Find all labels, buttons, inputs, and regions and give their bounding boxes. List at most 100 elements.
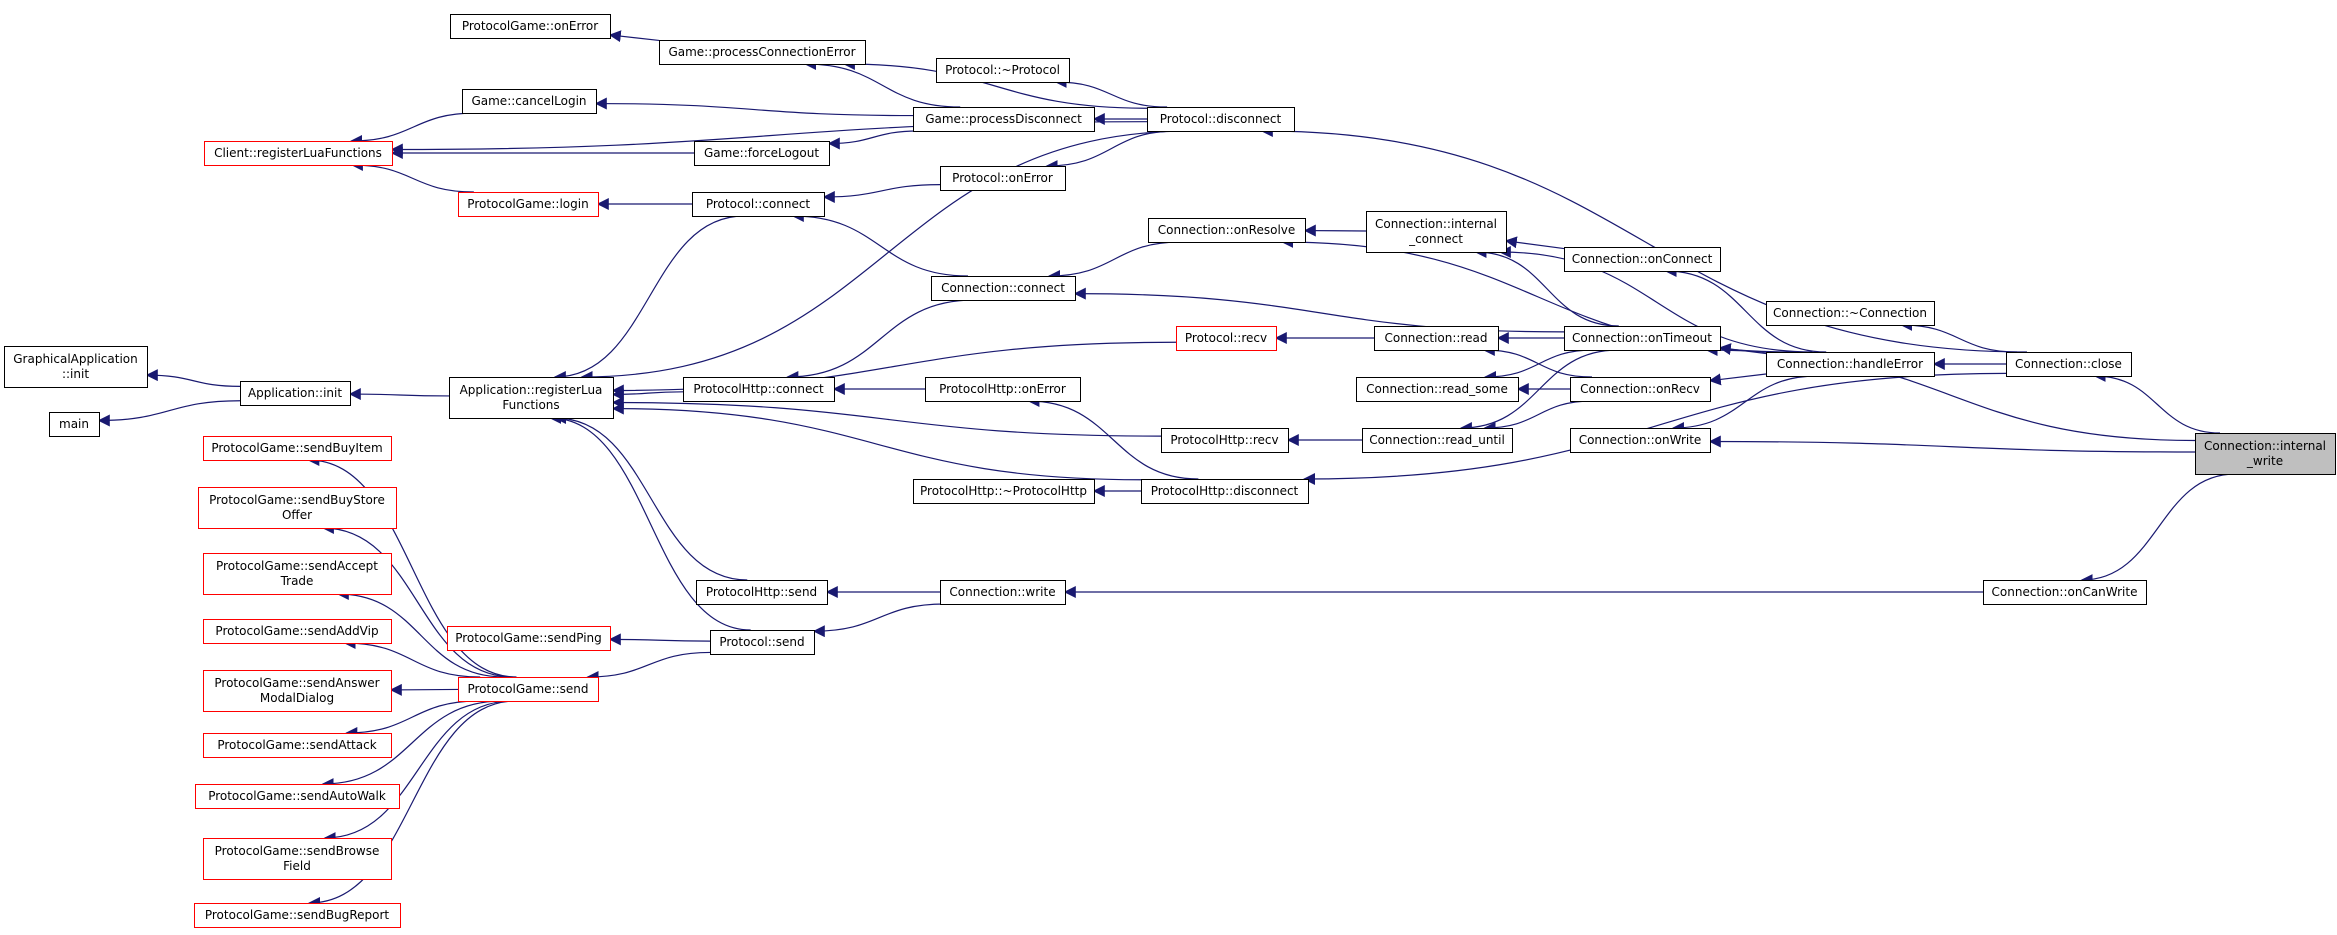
- node-gapp-init[interactable]: GraphicalApplication::init: [4, 346, 148, 388]
- node-box-conn-oncanwrite: [1983, 580, 2147, 605]
- node-pgame-sendping[interactable]: ProtocolGame::sendPing: [447, 626, 611, 651]
- node-box-phttp-dtor: [913, 479, 1095, 504]
- edge-phttp-disconnect-to-app-registerlua: [611, 402, 1142, 481]
- edge-game-processdisconnect-to-game-cancellogin: [594, 97, 914, 117]
- edge-app-init-to-main: [97, 400, 241, 427]
- node-game-cancellogin[interactable]: Game::cancelLogin: [462, 89, 597, 114]
- node-label-pgame-sendanswermodal-line-2: ModalDialog: [260, 691, 334, 705]
- node-label-conn-dtor: Connection::~Connection: [1773, 306, 1927, 320]
- node-pgame-sendautowalk[interactable]: ProtocolGame::sendAutoWalk: [195, 784, 400, 809]
- node-conn-dtor[interactable]: Connection::~Connection: [1766, 301, 1935, 326]
- node-label-conn-internal-connect-line-2: _connect: [1408, 232, 1463, 246]
- node-box-conn-ontimeout: [1564, 326, 1721, 351]
- node-phttp-send[interactable]: ProtocolHttp::send: [696, 580, 828, 605]
- node-conn-internal-write[interactable]: Connection::internal_write: [2195, 433, 2336, 475]
- edge-pgame-send-to-pgame-sendbugreport: [308, 700, 516, 909]
- node-label-pgame-sendanswermodal-line-1: ProtocolGame::sendAnswer: [214, 676, 379, 690]
- node-label-phttp-onerror: ProtocolHttp::onError: [939, 382, 1066, 396]
- edge-proto-disconnect-to-app-registerlua: [580, 130, 1191, 383]
- node-conn-internal-connect[interactable]: Connection::internal_connect: [1366, 211, 1507, 253]
- node-phttp-recv[interactable]: ProtocolHttp::recv: [1161, 428, 1289, 453]
- edge-phttp-disconnect-to-phttp-onerror: [1027, 395, 1199, 480]
- node-conn-onrecv[interactable]: Connection::onRecv: [1570, 377, 1711, 402]
- node-pgame-login[interactable]: ProtocolGame::login: [458, 192, 599, 217]
- node-label-pgame-onerror: ProtocolGame::onError: [462, 19, 598, 33]
- node-conn-read-some[interactable]: Connection::read_some: [1356, 377, 1519, 402]
- node-main[interactable]: main: [49, 412, 100, 437]
- node-conn-read[interactable]: Connection::read: [1374, 326, 1499, 351]
- node-game-forcelogout[interactable]: Game::forceLogout: [694, 141, 830, 166]
- node-conn-onwrite[interactable]: Connection::onWrite: [1570, 428, 1711, 453]
- node-label-conn-onresolve: Connection::onResolve: [1158, 223, 1296, 237]
- edge-conn-ontimeout-to-conn-read-some: [1484, 349, 1594, 383]
- edge-app-registerlua-to-app-init: [348, 388, 450, 401]
- node-proto-onerror[interactable]: Protocol::onError: [940, 166, 1066, 191]
- node-box-pgame-sendanswermodal: [203, 670, 392, 712]
- edge-pgame-send-to-pgame-sendbuyitem: [307, 454, 517, 678]
- edge-conn-handleerror-to-conn-onconnect: [1664, 265, 1827, 353]
- node-game-processdisconnect[interactable]: Game::processDisconnect: [913, 107, 1095, 132]
- node-conn-ontimeout[interactable]: Connection::onTimeout: [1564, 326, 1721, 351]
- node-pgame-send[interactable]: ProtocolGame::send: [458, 677, 599, 702]
- node-label-conn-read: Connection::read: [1384, 331, 1487, 345]
- node-label-conn-write: Connection::write: [949, 585, 1055, 599]
- node-box-proto-onerror: [940, 166, 1066, 191]
- node-label-conn-ontimeout: Connection::onTimeout: [1572, 331, 1712, 345]
- node-conn-handleerror[interactable]: Connection::handleError: [1766, 352, 1935, 377]
- node-label-conn-read-until: Connection::read_until: [1369, 433, 1505, 447]
- node-game-processconnectionerror[interactable]: Game::processConnectionError: [659, 40, 866, 65]
- node-label-pgame-sendbuystoreoffer-line-2: Offer: [282, 508, 312, 522]
- node-phttp-onerror[interactable]: ProtocolHttp::onError: [925, 377, 1081, 402]
- node-pgame-sendbugreport[interactable]: ProtocolGame::sendBugReport: [194, 903, 401, 928]
- node-app-registerlua[interactable]: Application::registerLuaFunctions: [449, 377, 614, 419]
- node-proto-disconnect[interactable]: Protocol::disconnect: [1147, 107, 1295, 132]
- node-conn-connect[interactable]: Connection::connect: [931, 276, 1076, 301]
- edge-conn-onconnect-to-conn-internal-connect: [1504, 236, 1565, 250]
- node-box-pgame-sendbuystoreoffer: [198, 487, 397, 529]
- node-conn-onconnect[interactable]: Connection::onConnect: [1564, 247, 1721, 272]
- node-conn-close[interactable]: Connection::close: [2006, 352, 2132, 377]
- node-proto-recv[interactable]: Protocol::recv: [1176, 326, 1277, 351]
- node-label-app-registerlua-line-1: Application::registerLua: [460, 383, 603, 397]
- node-proto-send[interactable]: Protocol::send: [710, 630, 815, 655]
- node-conn-onresolve[interactable]: Connection::onResolve: [1148, 218, 1306, 243]
- node-label-pgame-sendaddvip: ProtocolGame::sendAddVip: [215, 624, 378, 638]
- edge-conn-close-to-proto-disconnect: [1260, 125, 2027, 353]
- edge-app-init-to-gapp-init: [145, 369, 241, 387]
- node-box-phttp-disconnect: [1141, 479, 1309, 504]
- node-label-conn-handleerror: Connection::handleError: [1777, 357, 1923, 371]
- node-pgame-sendaddvip[interactable]: ProtocolGame::sendAddVip: [203, 619, 392, 644]
- node-pgame-sendbuyitem[interactable]: ProtocolGame::sendBuyItem: [203, 436, 392, 461]
- node-box-game-forcelogout: [694, 141, 830, 166]
- node-box-conn-read-some: [1356, 377, 1519, 402]
- node-label-proto-connect: Protocol::connect: [706, 197, 811, 211]
- edge-conn-onrecv-to-conn-read: [1482, 344, 1593, 378]
- node-label-pgame-sendattack: ProtocolGame::sendAttack: [217, 738, 376, 752]
- node-conn-oncanwrite[interactable]: Connection::onCanWrite: [1983, 580, 2147, 605]
- node-phttp-connect[interactable]: ProtocolHttp::connect: [683, 377, 835, 402]
- node-label-phttp-disconnect: ProtocolHttp::disconnect: [1151, 484, 1299, 498]
- node-app-init[interactable]: Application::init: [240, 381, 351, 406]
- node-label-conn-internal-write-line-2: _write: [2246, 454, 2283, 468]
- node-conn-read-until[interactable]: Connection::read_until: [1362, 428, 1513, 453]
- node-pgame-onerror[interactable]: ProtocolGame::onError: [450, 14, 611, 39]
- edge-conn-handleerror-to-conn-onrecv: [1708, 373, 1767, 386]
- node-client-registerlua[interactable]: Client::registerLuaFunctions: [204, 141, 393, 166]
- node-box-proto-dtor: [936, 58, 1070, 83]
- node-phttp-disconnect[interactable]: ProtocolHttp::disconnect: [1141, 479, 1309, 504]
- node-label-conn-onrecv: Connection::onRecv: [1580, 382, 1700, 396]
- edge-proto-disconnect-to-proto-dtor: [1054, 76, 1168, 108]
- node-conn-write[interactable]: Connection::write: [940, 580, 1066, 605]
- node-proto-connect[interactable]: Protocol::connect: [692, 192, 825, 217]
- node-box-conn-onrecv: [1570, 377, 1711, 402]
- node-phttp-dtor[interactable]: ProtocolHttp::~ProtocolHttp: [913, 479, 1095, 504]
- node-pgame-sendattack[interactable]: ProtocolGame::sendAttack: [203, 733, 392, 758]
- node-box-pgame-sendbrowsefield: [203, 838, 392, 880]
- node-proto-dtor[interactable]: Protocol::~Protocol: [936, 58, 1070, 83]
- node-box-pgame-sendbuyitem: [203, 436, 392, 461]
- node-label-app-registerlua-line-2: Functions: [502, 398, 559, 412]
